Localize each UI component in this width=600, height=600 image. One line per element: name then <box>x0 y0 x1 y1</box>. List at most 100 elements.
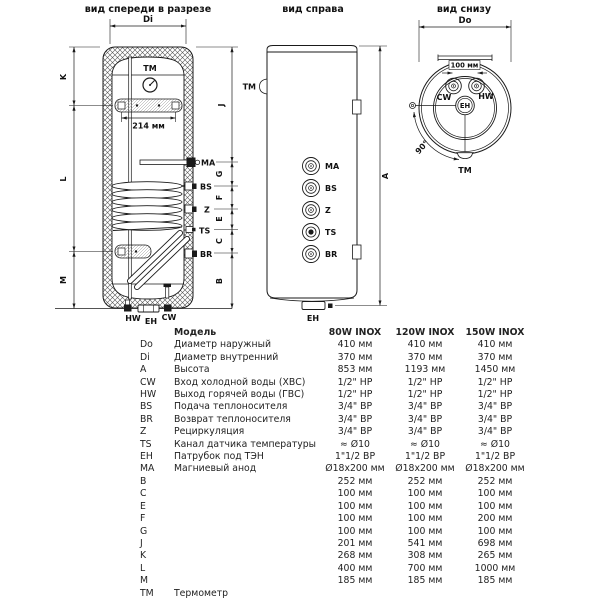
bottom-hw-label: HW <box>478 92 494 101</box>
spec-cell: HW <box>140 389 157 401</box>
bottom-tm-label: TM <box>458 166 471 175</box>
front-view: вид спереди в разрезе Di TM 214 мм <box>55 4 238 326</box>
right-ts-label: TS <box>325 228 336 237</box>
hw-fitting <box>124 304 132 312</box>
spec-cell: 3/4" ВР <box>477 413 513 425</box>
spec-cell: Возврат теплоносителя <box>174 413 291 425</box>
eh-boss-inner <box>457 97 473 114</box>
dim-a-label: A <box>381 172 390 179</box>
body-shell <box>266 51 358 299</box>
spec-cell: 1/2" НР <box>337 376 373 388</box>
spec-cell <box>172 501 320 513</box>
spec-cell: Диаметр внутренний <box>174 351 279 363</box>
spec-cell: TM <box>140 587 154 599</box>
spec-cell: C <box>140 488 147 500</box>
spec-cell: 3/4" ВР <box>337 426 373 438</box>
spec-cell: Di <box>140 351 150 363</box>
dim-f-label: F <box>215 195 224 200</box>
spec-cell: 700 мм <box>407 562 443 574</box>
spec-cell: Ø18x200 мм <box>395 463 455 475</box>
bracket-hole <box>117 247 126 256</box>
ts-label: TS <box>199 227 210 236</box>
spec-cell <box>172 550 320 562</box>
bracket-rivet <box>157 104 161 107</box>
spec-cell <box>320 588 390 600</box>
spec-cell: 1"1/2 ВР <box>474 451 516 463</box>
spec-cell: 3/4" ВР <box>337 401 373 413</box>
spec-cell: CW <box>140 376 156 388</box>
spec-cell: 308 мм <box>407 550 443 562</box>
body-lid <box>266 45 358 53</box>
tm-tab <box>456 152 474 159</box>
spec-cell: B <box>140 475 147 487</box>
thermometer-hub <box>149 84 151 86</box>
spec-cell: 100 мм <box>477 525 513 537</box>
heating-element <box>127 230 190 290</box>
spec-cell: 1"1/2 ВР <box>404 451 446 463</box>
spec-cell: ≈ Ø10 <box>340 438 370 450</box>
spec-cell <box>172 538 320 550</box>
anode-rod <box>128 56 132 300</box>
spec-cell: 370 мм <box>407 351 443 363</box>
thermometer-label: TM <box>143 64 156 73</box>
spec-cell: 185 мм <box>337 575 373 587</box>
bracket-dimension-label: 214 мм <box>132 122 165 131</box>
spec-cell: 200 мм <box>477 513 513 525</box>
spec-cell: G <box>140 525 148 537</box>
spec-cell: 100 мм <box>407 513 443 525</box>
spec-cell: 201 мм <box>337 537 373 549</box>
spec-cell: 1450 мм <box>474 364 516 376</box>
spec-cell: 185 мм <box>477 575 513 587</box>
spec-cell: 100 мм <box>337 500 373 512</box>
spec-cell: L <box>140 562 146 574</box>
spec-header-80w: 80W INOX <box>328 327 382 338</box>
spec-cell: Ø18x200 мм <box>325 463 385 475</box>
spec-cell: 3/4" ВР <box>477 401 513 413</box>
spec-cell <box>172 488 320 500</box>
rotation-arc <box>412 111 460 161</box>
eh-boss-outer <box>455 95 475 116</box>
spec-cell: 100 мм <box>337 488 373 500</box>
spec-cell <box>172 526 320 538</box>
upper-mount-bracket <box>114 98 183 113</box>
spec-cell: 1/2" НР <box>337 389 373 401</box>
do-dimension-label: Do <box>459 16 472 26</box>
ma-port-cap <box>194 159 201 165</box>
spec-cell: 100 мм <box>407 500 443 512</box>
dim-l-label: L <box>59 176 68 181</box>
hw-bottom-label: HW <box>125 314 141 323</box>
tm-pocket-bump <box>259 78 268 95</box>
bottom-ports <box>445 77 485 95</box>
br-port <box>184 248 194 259</box>
dim-k-label: K <box>59 73 68 80</box>
spec-cell: Рециркуляция <box>174 426 245 438</box>
spec-cell: 100 мм <box>337 525 373 537</box>
spec-cell: ≈ Ø10 <box>480 438 510 450</box>
cw-fitting <box>164 304 172 312</box>
bottom-eh-label: EH <box>460 102 471 110</box>
spec-cell: Термометр <box>174 587 229 599</box>
spec-cell: 185 мм <box>407 575 443 587</box>
spec-cell: Do <box>140 339 153 351</box>
spec-cell: K <box>140 550 147 562</box>
spec-cell: Вход холодной воды (ХВС) <box>174 376 306 388</box>
spec-cell: 3/4" ВР <box>337 413 373 425</box>
dim-m-label: M <box>59 276 68 284</box>
spec-cell: 252 мм <box>407 475 443 487</box>
tm-pocket-bottom <box>409 102 416 109</box>
bottom-view: вид снизу Do 100 мм CW HW <box>409 4 512 175</box>
spec-cell: Ø18x200 мм <box>465 463 525 475</box>
spec-cell: E <box>140 500 146 512</box>
dim-100-box <box>448 60 481 70</box>
spec-cell: 410 мм <box>407 339 443 351</box>
bottom-cw-label: CW <box>437 93 452 102</box>
